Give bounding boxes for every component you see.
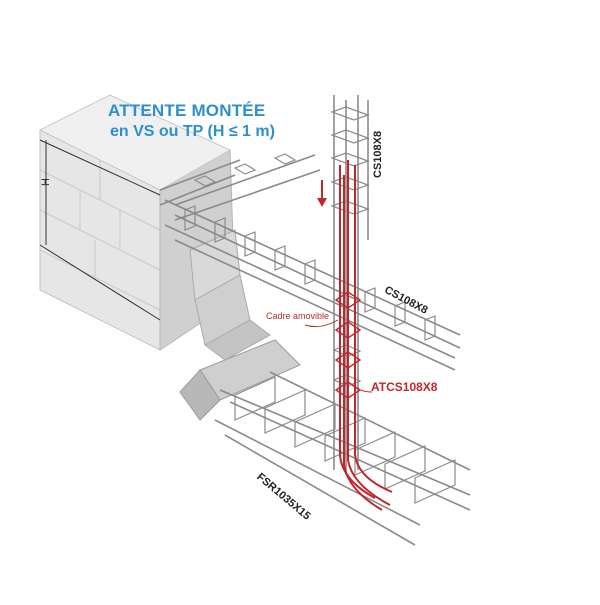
- footing-rebar: [214, 371, 471, 546]
- label-starter-bars: ATCS108X8: [371, 380, 438, 394]
- height-dimension: [39, 139, 161, 321]
- cadre-leader: [304, 319, 339, 328]
- down-arrow-icon: [317, 180, 327, 207]
- footing-concrete-side: [179, 369, 221, 421]
- vertical-column-rebar: [330, 95, 370, 475]
- starter-bars: [334, 160, 393, 511]
- label-height: H: [40, 178, 52, 186]
- horizontal-chain-rebar: [159, 153, 461, 371]
- atcs-leader: [351, 384, 373, 393]
- label-vertical-column: CS108X8: [372, 130, 384, 178]
- title-line-1: ATTENTE MONTÉE: [108, 101, 266, 120]
- title-line-2: en VS ou TP (H ≤ 1 m): [110, 123, 275, 140]
- label-removable-frame: Cadre amovible: [266, 311, 330, 321]
- block-wall: [38, 94, 271, 361]
